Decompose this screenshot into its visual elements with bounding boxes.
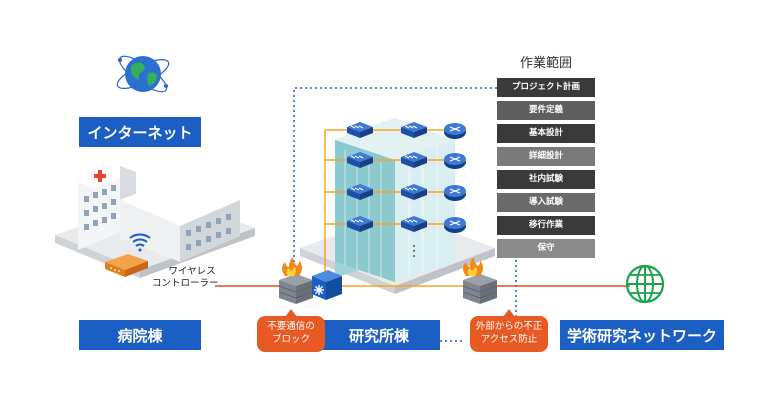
scope-item: 社内試験 [497, 170, 595, 189]
l2-switch-icon [347, 152, 373, 168]
router-icon [444, 153, 466, 169]
switch-group [347, 122, 466, 233]
router-icon [444, 185, 466, 201]
l2-switch-icon [347, 216, 373, 232]
callout-unauthorized-access: 外部からの不正 アクセス防止 [470, 309, 548, 352]
wireless-controller-icon [105, 233, 151, 277]
router-icon [444, 123, 466, 139]
scope-item: プロジェクト計画 [497, 78, 595, 97]
orange-network-lines [324, 129, 470, 287]
internet-label: インターネット [79, 117, 201, 147]
hospital-label: 病院棟 [79, 320, 201, 350]
academic-label: 学術研究ネットワーク [560, 320, 724, 350]
scope-title: 作業範囲 [519, 56, 572, 71]
callout-left-line1: 不要通信の [267, 321, 315, 332]
switch-ellipsis [413, 245, 415, 257]
callout-right-line1: 外部からの不正 [475, 321, 543, 332]
core-switch-icon [312, 270, 342, 300]
scope-item: 詳細設計 [497, 147, 595, 166]
scope-item: 移行作業 [497, 216, 595, 235]
l2-switch-icon [347, 122, 373, 138]
academic-globe-icon [625, 264, 665, 304]
l2-switch-icon [347, 184, 373, 200]
research-label: 研究所棟 [318, 320, 440, 350]
l2-switch-icon [401, 122, 427, 138]
scope-item: 導入試験 [497, 193, 595, 212]
firewall-left-icon [278, 257, 314, 304]
wireless-controller-label: ワイヤレス コントローラー [152, 266, 232, 290]
scope-item: 保守 [497, 239, 595, 258]
l2-switch-icon [401, 184, 427, 200]
wireless-controller-line1: ワイヤレス [168, 266, 216, 277]
firewall-right-icon [462, 257, 498, 304]
callout-left-line2: ブロック [271, 334, 310, 345]
hospital-building-icon [55, 166, 255, 278]
callout-unneeded-traffic: 不要通信の ブロック [257, 309, 325, 352]
scope-item: 要件定義 [497, 101, 595, 120]
l2-switch-icon [401, 152, 427, 168]
callout-right-line2: アクセス防止 [480, 334, 538, 345]
wireless-controller-line2: コントローラー [152, 278, 219, 289]
scope-item: 基本設計 [497, 124, 595, 143]
router-icon [444, 217, 466, 233]
l2-switch-icon [401, 216, 427, 232]
internet-globe-icon [116, 55, 170, 93]
